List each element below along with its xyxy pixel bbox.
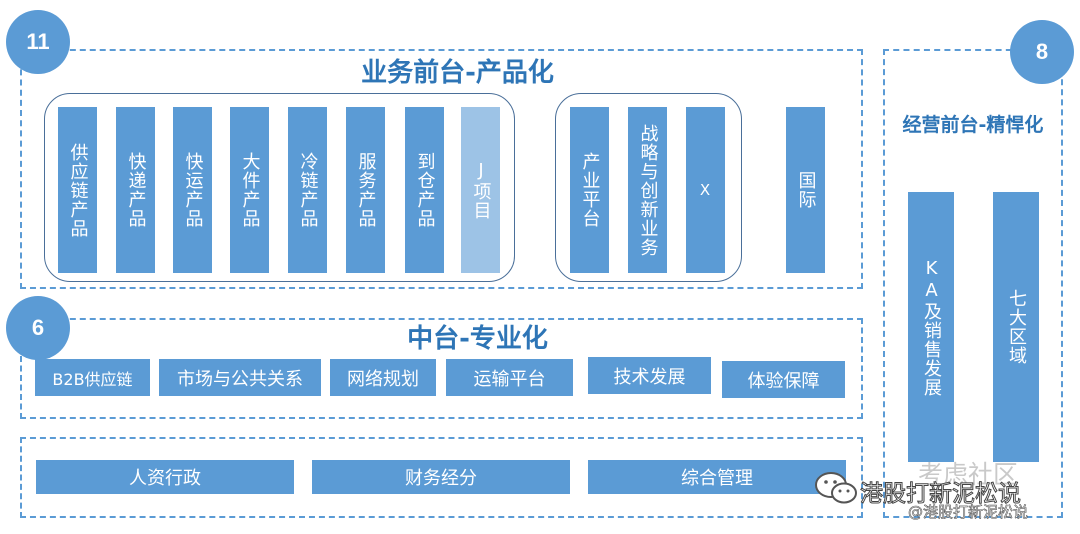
watermark-handle: @港股打新泥松说 (908, 503, 1029, 522)
industry-platform: 产业平台 (570, 107, 609, 273)
product-service: 服务产品 (346, 107, 385, 273)
product-express: 快递产品 (116, 107, 155, 273)
platform-group (555, 93, 742, 282)
general-management: 综合管理 (588, 460, 846, 494)
watermark-main: 港股打新泥松说 (860, 481, 1022, 508)
operation-count-badge: 8 (1010, 20, 1074, 84)
hr-admin: 人资行政 (36, 460, 294, 494)
marketing-pr: 市场与公共关系 (159, 359, 321, 396)
finance-analysis: 财务经分 (312, 460, 570, 494)
international: 国际 (786, 107, 825, 273)
product-supply-chain: 供应链产品 (58, 107, 97, 273)
seven-regions: 七大区域 (993, 192, 1039, 462)
network-planning: 网络规划 (330, 359, 436, 396)
product-group (44, 93, 515, 282)
tech-development: 技术发展 (588, 357, 711, 394)
back-office-section (20, 437, 863, 518)
business-title: 业务前台-产品化 (361, 58, 554, 88)
operation-title: 经营前台-精悍化 (902, 114, 1044, 136)
product-cold-chain: 冷链产品 (288, 107, 327, 273)
product-to-warehouse: 到仓产品 (405, 107, 444, 273)
product-large-items: 大件产品 (230, 107, 269, 273)
ka-sales-development: KA及销售发展 (908, 192, 954, 462)
business-count-badge: 11 (6, 10, 70, 74)
middle-count-badge: 6 (6, 296, 70, 360)
x-business: X (686, 107, 725, 273)
wechat-icon (815, 472, 857, 504)
operation-front-section (883, 49, 1063, 518)
strategy-innovation: 战略与创新业务 (628, 107, 667, 273)
middle-title: 中台-专业化 (407, 324, 548, 354)
middle-section (20, 318, 863, 419)
product-freight: 快运产品 (173, 107, 212, 273)
experience-assurance: 体验保障 (722, 361, 845, 398)
product-j-project: J项目 (461, 107, 500, 273)
watermark-faded: 考虑社区 (918, 460, 1019, 489)
business-front-section (20, 49, 863, 289)
b2b-supply-chain: B2B供应链 (35, 359, 150, 396)
transport-platform: 运输平台 (446, 359, 573, 396)
